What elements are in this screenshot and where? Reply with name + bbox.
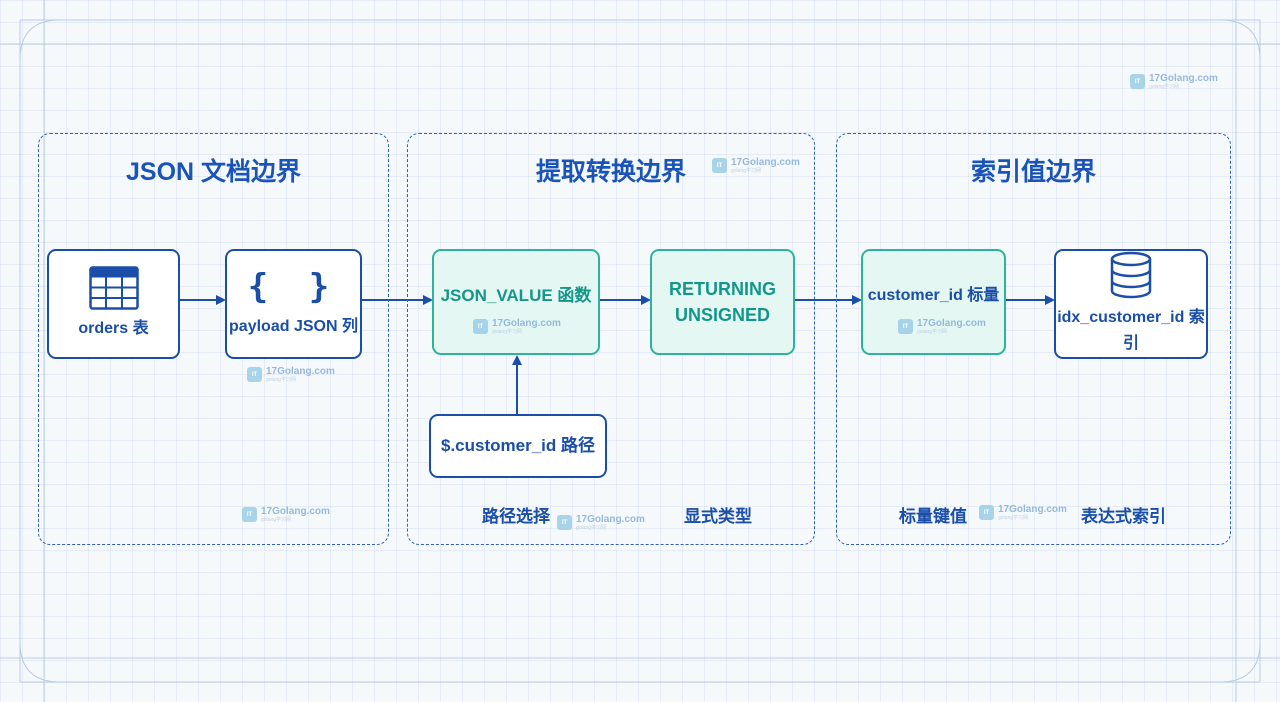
watermark-logo: IT bbox=[898, 319, 913, 334]
caption-scalar-key: 标量键值 bbox=[899, 507, 967, 526]
watermark-logo: IT bbox=[979, 505, 994, 520]
section-title: 索引值边界 bbox=[970, 158, 1096, 186]
node-label-line2: UNSIGNED bbox=[674, 305, 770, 325]
table-icon bbox=[88, 266, 139, 310]
node-label: customer_id 标量 bbox=[867, 287, 1000, 305]
node-idx-customer-id: idx_customer_id 索引 bbox=[1054, 249, 1208, 359]
database-icon bbox=[1110, 252, 1152, 299]
section-index-value: 索引值边界 bbox=[836, 133, 1231, 545]
watermark-text: 17Golang.com bbox=[917, 318, 986, 329]
watermark-logo: IT bbox=[247, 367, 262, 382]
node-returning-unsigned: RETURNING UNSIGNED bbox=[650, 249, 795, 355]
watermark-text: 17Golang.com bbox=[731, 157, 800, 168]
watermark-subtext: golang学习网 bbox=[731, 168, 762, 174]
watermark-text: 17Golang.com bbox=[261, 506, 330, 517]
watermark-text: 17Golang.com bbox=[266, 366, 335, 377]
watermark-subtext: golang学习网 bbox=[576, 525, 607, 531]
caption-path-select: 路径选择 bbox=[482, 507, 550, 526]
watermark-subtext: golang学习网 bbox=[266, 377, 297, 383]
section-extract-transform: 提取转换边界 bbox=[407, 133, 815, 545]
watermark-logo: IT bbox=[712, 158, 727, 173]
braces-icon: { } bbox=[247, 266, 340, 307]
section-title: JSON 文档边界 bbox=[125, 158, 302, 186]
section-title: 提取转换边界 bbox=[535, 158, 686, 186]
caption-expression-index: 表达式索引 bbox=[1081, 507, 1166, 526]
watermark-logo: IT bbox=[1130, 74, 1145, 89]
caption-explicit-type: 显式类型 bbox=[684, 507, 752, 526]
watermark-logo: IT bbox=[473, 319, 488, 334]
watermark-subtext: golang学习网 bbox=[998, 515, 1029, 521]
section-json-document: JSON 文档边界 bbox=[38, 133, 389, 545]
watermark-subtext: golang学习网 bbox=[492, 329, 523, 335]
watermark-logo: IT bbox=[242, 507, 257, 522]
node-orders-table: orders 表 bbox=[47, 249, 180, 359]
node-customer-id-path: $.customer_id 路径 bbox=[429, 414, 607, 478]
node-label: $.customer_id 路径 bbox=[441, 436, 595, 456]
node-payload-json-column: { } payload JSON 列 bbox=[225, 249, 362, 359]
node-customer-id-scalar: customer_id 标量 bbox=[861, 249, 1006, 355]
watermark-subtext: golang学习网 bbox=[261, 517, 292, 523]
node-label-line1: RETURNING bbox=[669, 278, 776, 299]
node-label: payload JSON 列 bbox=[229, 317, 358, 335]
watermark-subtext: golang学习网 bbox=[1149, 84, 1180, 90]
node-label: orders 表 bbox=[78, 320, 149, 338]
node-json-value-function: JSON_VALUE 函数 bbox=[432, 249, 600, 355]
watermark-text: 17Golang.com bbox=[576, 514, 645, 525]
node-label: idx_customer_id 索引 bbox=[1057, 309, 1205, 352]
watermark-subtext: golang学习网 bbox=[917, 329, 948, 335]
watermark-text: 17Golang.com bbox=[1149, 73, 1218, 84]
watermark-text: 17Golang.com bbox=[998, 504, 1067, 515]
watermark-logo: IT bbox=[557, 515, 572, 530]
node-label: JSON_VALUE 函数 bbox=[440, 286, 592, 306]
watermark-text: 17Golang.com bbox=[492, 318, 561, 329]
